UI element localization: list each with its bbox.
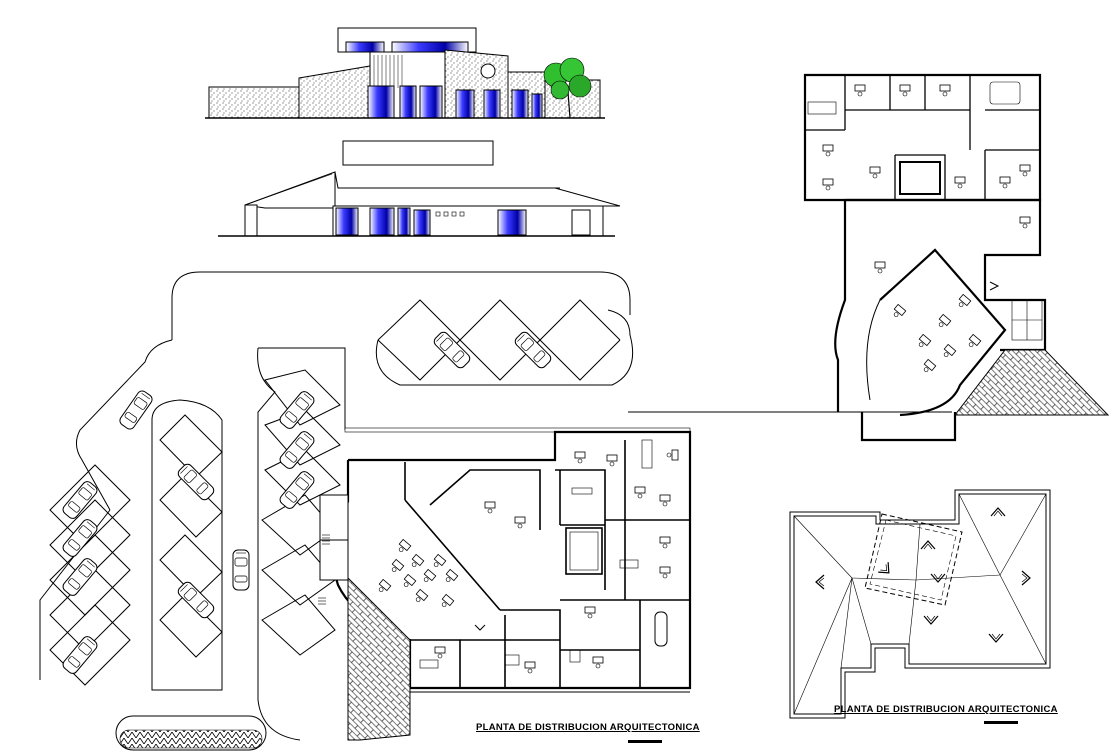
chevron-arrow-icon: [1021, 570, 1031, 586]
car-icon: [60, 517, 100, 559]
chevron-arrow-icon: [474, 624, 486, 631]
chevron-arrow-icon: [815, 574, 825, 590]
workstations: [822, 84, 1031, 375]
front-elevation: [205, 27, 605, 119]
chevron-arrow-icon: [990, 507, 1006, 517]
car-icon: [60, 634, 100, 676]
chevron-arrow-icon: [877, 561, 895, 579]
chevron-arrow-icon: [923, 615, 939, 625]
main-floor-plan: [318, 427, 692, 741]
scale-bar: [628, 740, 662, 743]
meeting-table: [654, 611, 668, 647]
car-icon: [512, 329, 554, 371]
angled-bays-upper: [375, 299, 634, 386]
upper-floor-plan: [628, 73, 1110, 442]
roof-plan: [789, 489, 1051, 719]
chevron-arrow-icon: [930, 573, 946, 583]
chevron-arrow-icon: [988, 633, 1004, 643]
car-icon: [232, 549, 250, 591]
scale-bar: [984, 721, 1018, 724]
car-icon: [175, 461, 217, 503]
car-icon: [277, 469, 317, 511]
chevron-arrow-icon: [989, 281, 1000, 291]
stairs: [318, 534, 330, 605]
side-elevation: [218, 140, 621, 237]
chevron-arrow-icon: [920, 540, 936, 550]
car-icon: [175, 579, 217, 621]
main-plan-title: PLANTA DE DISTRIBUCION ARQUITECTONICA: [476, 722, 700, 733]
parking-lot: [39, 271, 634, 751]
roof-plan-title: PLANTA DE DISTRIBUCION ARQUITECTONICA: [834, 704, 1058, 715]
tree-icon: [543, 57, 592, 119]
car-icon: [117, 388, 155, 432]
car-icon: [277, 389, 317, 431]
car-icon: [277, 429, 317, 471]
car-icon: [431, 329, 473, 371]
angled-bays-center: [159, 414, 223, 658]
